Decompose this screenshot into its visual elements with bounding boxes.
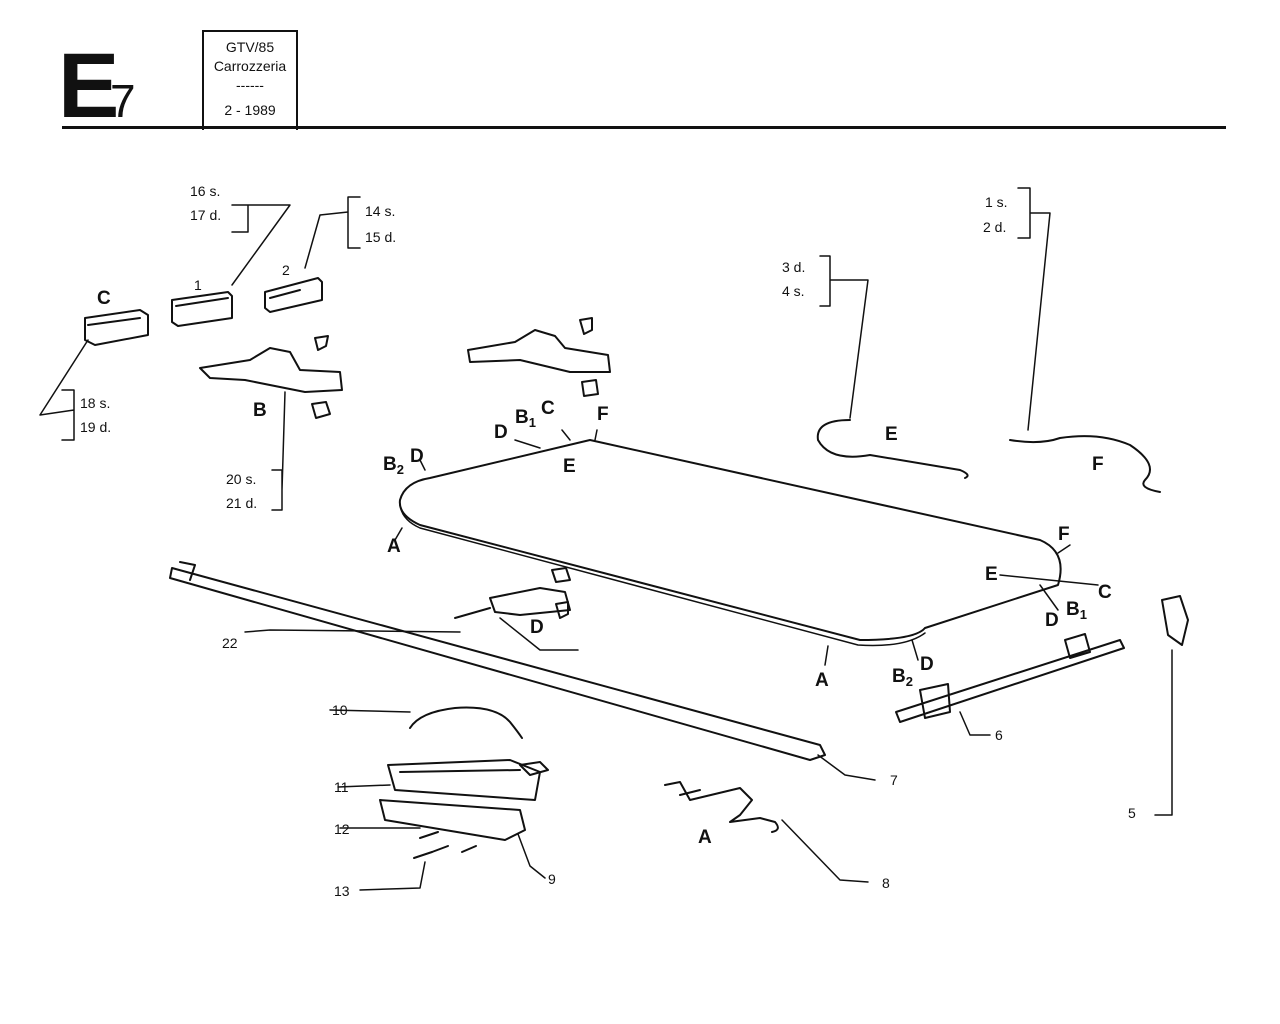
part-9-base <box>379 799 526 841</box>
part-12-pin <box>419 831 477 853</box>
part-f-wire <box>1009 435 1161 493</box>
model-label: GTV/85 <box>225 39 275 55</box>
ref-18: 18 s. <box>80 395 110 411</box>
panel-c-top: C <box>541 398 555 419</box>
part-e-wire <box>816 419 969 479</box>
part-11-knob <box>519 761 549 776</box>
part-1-block <box>171 291 233 327</box>
letter-c-part: C <box>97 288 111 309</box>
part-label-5: 5 <box>1128 805 1136 821</box>
leader-lines <box>39 187 1173 891</box>
part-label-2: 2 <box>282 262 290 278</box>
letter-f-wire: F <box>1092 454 1104 475</box>
part-label-13: 13 <box>334 883 350 899</box>
panel-f-top: F <box>597 404 609 425</box>
header-box: GTV/85 Carrozzeria ------ 2 - 1989 <box>202 30 298 130</box>
part-6-bar <box>895 633 1125 723</box>
letter-b-part: B <box>253 400 267 421</box>
ref-14: 14 s. <box>365 203 395 219</box>
part-10-clip <box>409 706 523 739</box>
panel-d-top: D <box>494 422 508 443</box>
ref-3: 3 d. <box>782 259 805 275</box>
section-letter: E <box>58 35 119 137</box>
header-divider: ------ <box>236 77 264 93</box>
letter-a-bottom: A <box>698 827 712 848</box>
rail-hinge-nut <box>551 567 571 583</box>
ref-21: 21 d. <box>226 495 257 511</box>
panel-a-front: A <box>815 670 829 691</box>
ref-15: 15 d. <box>365 229 396 245</box>
letter-e-wire: E <box>885 424 898 445</box>
part-label-6: 6 <box>995 727 1003 743</box>
part-label-9: 9 <box>548 871 556 887</box>
upper-nut <box>581 379 599 397</box>
part-label-11: 11 <box>334 779 349 795</box>
ref-20: 20 s. <box>226 471 256 487</box>
part-label-1: 1 <box>194 277 202 293</box>
part-22-rail <box>169 561 826 761</box>
panel-e-right: E <box>985 564 998 585</box>
rail-hinge-screw <box>555 601 569 619</box>
panel-b1-top: B1 <box>515 407 536 430</box>
part-label-8: 8 <box>882 875 890 891</box>
sunroof-panel <box>398 439 1062 641</box>
section-number: 7 <box>110 75 136 127</box>
panel-d-left: D <box>410 446 424 467</box>
date-label: 2 - 1989 <box>224 102 276 118</box>
panel-c-right: C <box>1098 582 1112 603</box>
header-rule <box>62 126 1226 129</box>
panel-b1-right: B1 <box>1066 599 1087 622</box>
part-2-bracket <box>264 277 323 313</box>
letter-d-hinge: D <box>530 617 544 638</box>
sunroof-panel-edge <box>399 504 926 647</box>
panel-f-right: F <box>1058 524 1070 545</box>
part-b-screw <box>314 335 329 351</box>
panel-d-front: D <box>920 654 934 675</box>
upper-hinge <box>467 329 611 373</box>
panel-a-left: A <box>387 536 401 557</box>
ref-17: 17 d. <box>190 207 221 223</box>
ref-4: 4 s. <box>782 283 805 299</box>
part-label-12: 12 <box>334 821 350 837</box>
ref-1: 1 s. <box>985 194 1008 210</box>
part-8-wire <box>664 781 779 833</box>
part-11-slider <box>387 759 541 801</box>
part-b-nut <box>311 401 331 419</box>
part-c-bracket <box>84 309 149 346</box>
part-b-hinge <box>199 347 343 393</box>
part-5-latch <box>1161 595 1189 646</box>
panel-d-right: D <box>1045 610 1059 631</box>
rail-hinge <box>454 587 571 619</box>
part-label-22: 22 <box>222 635 238 651</box>
group-label: Carrozzeria <box>213 58 287 74</box>
ref-16: 16 s. <box>190 183 220 199</box>
part-label-7: 7 <box>890 772 898 788</box>
ref-2: 2 d. <box>983 219 1006 235</box>
panel-b2-front: B2 <box>892 666 913 689</box>
panel-b2-left: B2 <box>383 454 404 477</box>
ref-19: 19 d. <box>80 419 111 435</box>
panel-e-top: E <box>563 456 576 477</box>
part-13-pin <box>413 851 433 859</box>
part-label-10: 10 <box>332 702 348 718</box>
upper-screw <box>579 317 593 335</box>
